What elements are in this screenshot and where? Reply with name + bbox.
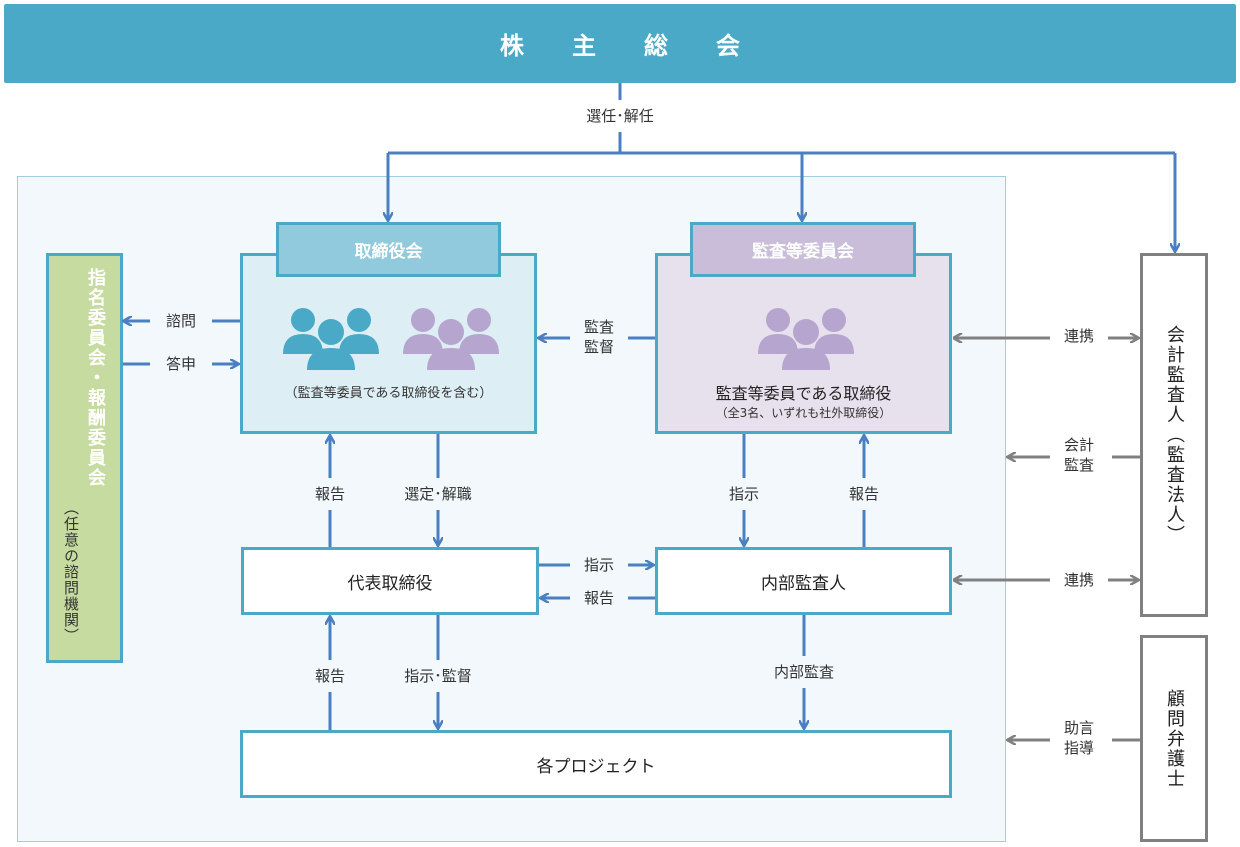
board-person-group-teal [283, 308, 379, 370]
label-report-audit: 報告 [848, 485, 879, 503]
label-instruct-audit: 指示 [728, 485, 759, 503]
audit-committee-title: 監査等委員会 [752, 242, 854, 262]
internal-auditor-box: 内部監査人 [655, 547, 952, 615]
label-report-projects: 報告 [314, 667, 345, 685]
label-cooperation-top: 連携 [1063, 327, 1094, 345]
internal-auditor-label: 内部監査人 [761, 573, 846, 594]
audit-committee-title-box: 監査等委員会 [690, 222, 916, 277]
label-consult: 諮問 [165, 312, 196, 330]
legal-advisor-label: 顧問弁護士 [1164, 688, 1185, 789]
accounting-auditor-label: 会計監査人（監査法人） [1164, 325, 1185, 545]
nomination-committee-subtitle: （任意の諮問機関） [62, 500, 80, 644]
nomination-committee-title: 指名委員会・報酬委員会 [85, 268, 106, 488]
label-advice-line1: 助言 [1063, 719, 1094, 737]
audit-members-icon [758, 308, 854, 370]
shareholders-meeting-title: 株 主 総 会 [500, 32, 740, 60]
label-report-answer: 答申 [165, 355, 196, 373]
board-members-icon [283, 308, 499, 370]
audit-member-line1: 監査等委員である取締役 [715, 384, 892, 403]
label-select-dismiss: 選定･解職 [404, 485, 472, 503]
representative-director-box: 代表取締役 [241, 547, 539, 615]
label-internal-audit: 内部監査 [773, 663, 834, 681]
label-audit-line2: 監督 [583, 338, 614, 356]
board-note: （監査等委員である取締役を含む） [284, 385, 493, 401]
legal-advisor-box: 顧問弁護士 [1140, 635, 1208, 842]
label-advice-line2: 指導 [1063, 739, 1094, 757]
label-instruct-middle: 指示 [583, 556, 614, 574]
label-cooperation-bottom: 連携 [1063, 571, 1094, 589]
projects-box: 各プロジェクト [240, 730, 952, 798]
shareholders-meeting-box: 株 主 総 会 [4, 4, 1236, 83]
accounting-auditor-box: 会計監査人（監査法人） [1140, 253, 1208, 617]
audit-committee-box: 監査等委員である取締役 （全3名、いずれも社外取締役） [655, 253, 952, 434]
board-title-box: 取締役会 [276, 222, 501, 277]
nomination-committee-box: 指名委員会・報酬委員会 （任意の諮問機関） [46, 253, 123, 663]
label-accounting-audit-line1: 会計 [1063, 436, 1094, 454]
label-appoint-dismiss: 選任･解任 [586, 107, 654, 125]
label-accounting-audit-line2: 監査 [1063, 456, 1094, 474]
board-title: 取締役会 [354, 242, 423, 262]
label-audit-line1: 監査 [583, 318, 614, 336]
audit-member-line2: （全3名、いずれも社外取締役） [715, 405, 892, 420]
label-instruct-supervise: 指示･監督 [404, 667, 472, 685]
board-person-group-purple [403, 308, 499, 370]
label-report-board: 報告 [314, 485, 345, 503]
representative-director-label: 代表取締役 [347, 573, 433, 594]
projects-label: 各プロジェクト [536, 756, 656, 777]
label-report-middle: 報告 [583, 589, 614, 607]
